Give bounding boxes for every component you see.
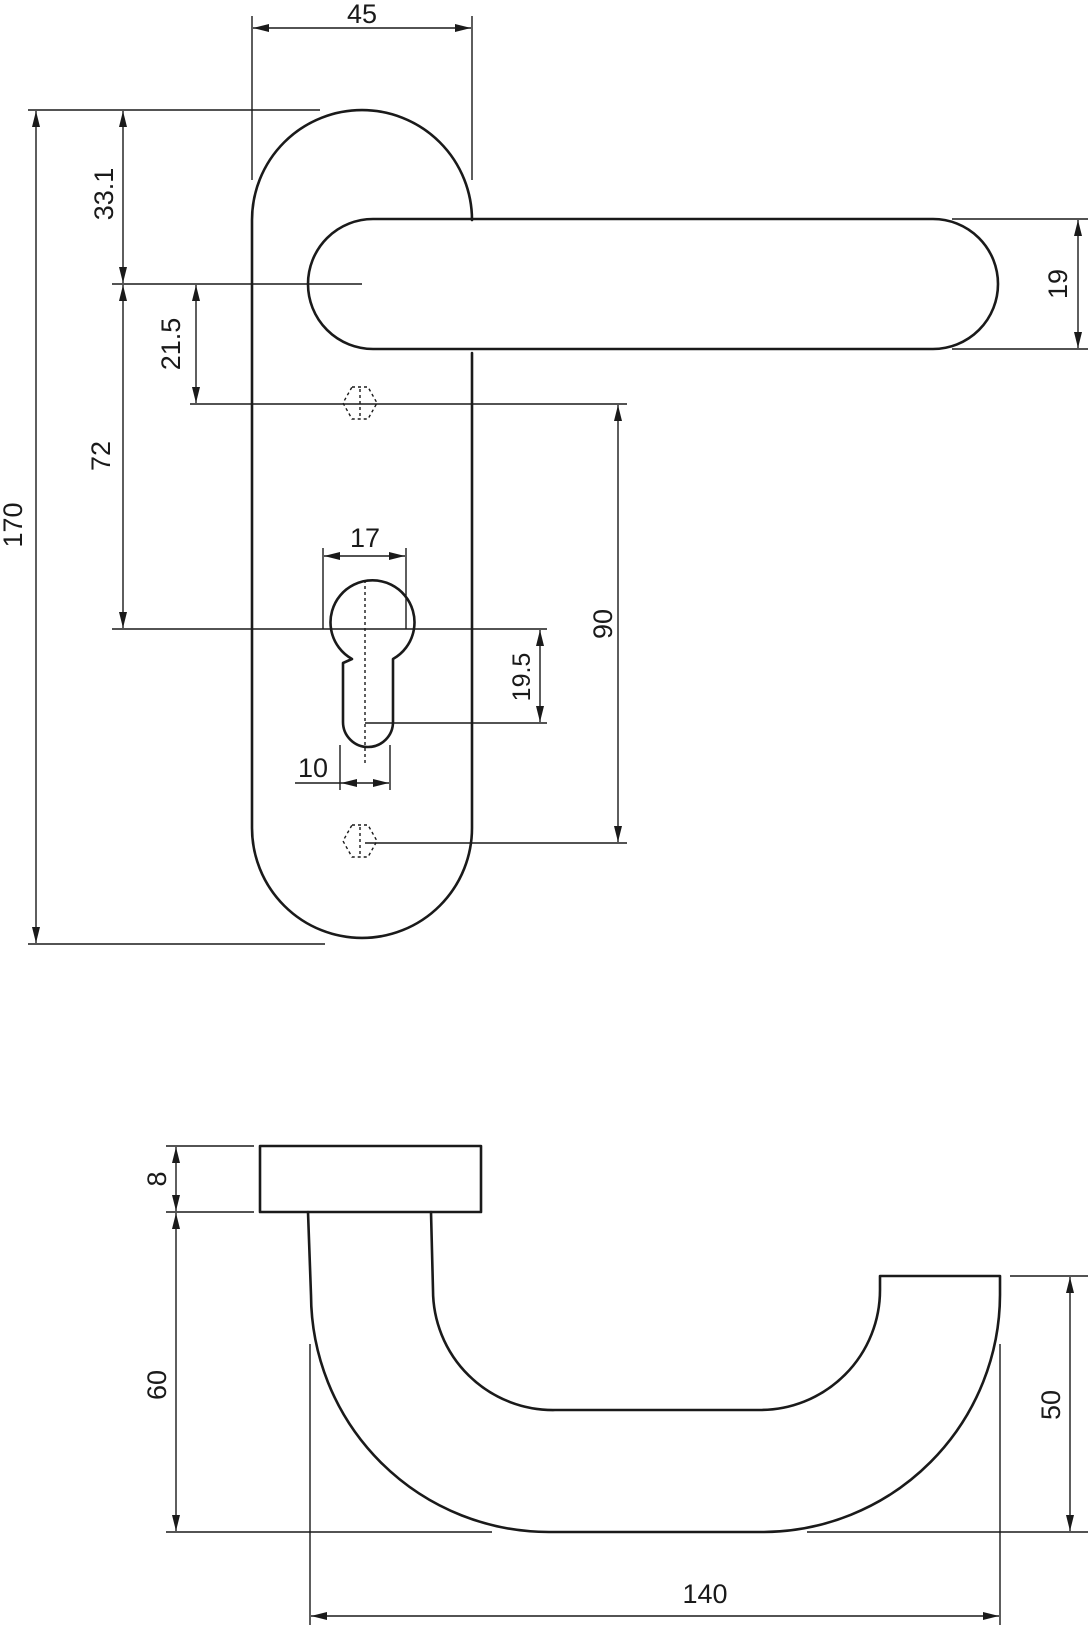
rose-side xyxy=(258,1144,483,1214)
label-screw-spacing: 90 xyxy=(588,609,618,639)
front-dimension-lines xyxy=(32,24,1082,943)
lever-side-profile xyxy=(306,1210,1002,1534)
label-lever-thickness: 19 xyxy=(1043,269,1073,299)
label-axis-to-cylinder: 72 xyxy=(86,441,116,471)
front-extension-lines xyxy=(28,16,1088,945)
label-top-to-axis: 33.1 xyxy=(89,168,119,221)
label-cylinder-head: 17 xyxy=(350,523,380,553)
label-slot-depth: 19.5 xyxy=(508,653,536,702)
label-lever-end-height: 50 xyxy=(1036,1390,1066,1420)
front-dimension-labels: 45 170 33.1 21.5 72 19 17 10 19.5 90 xyxy=(0,0,1073,783)
side-dimension-labels: 8 60 50 140 xyxy=(142,1171,1066,1609)
label-cylinder-body: 10 xyxy=(298,753,328,783)
label-rose-thickness: 8 xyxy=(142,1171,172,1186)
label-rose-width: 45 xyxy=(347,0,377,29)
cylinder-keyhole xyxy=(329,579,416,749)
lever-handle xyxy=(306,217,1000,351)
front-view xyxy=(250,108,1000,940)
rose-plate xyxy=(250,108,474,940)
side-dimension-lines xyxy=(172,1147,1074,1620)
side-extension-lines xyxy=(166,1145,1088,1625)
label-total-height: 170 xyxy=(0,502,28,547)
label-lever-projection: 60 xyxy=(142,1370,172,1400)
side-view xyxy=(258,1144,1002,1534)
label-lever-length: 140 xyxy=(682,1579,727,1609)
label-axis-to-screw: 21.5 xyxy=(156,318,186,371)
